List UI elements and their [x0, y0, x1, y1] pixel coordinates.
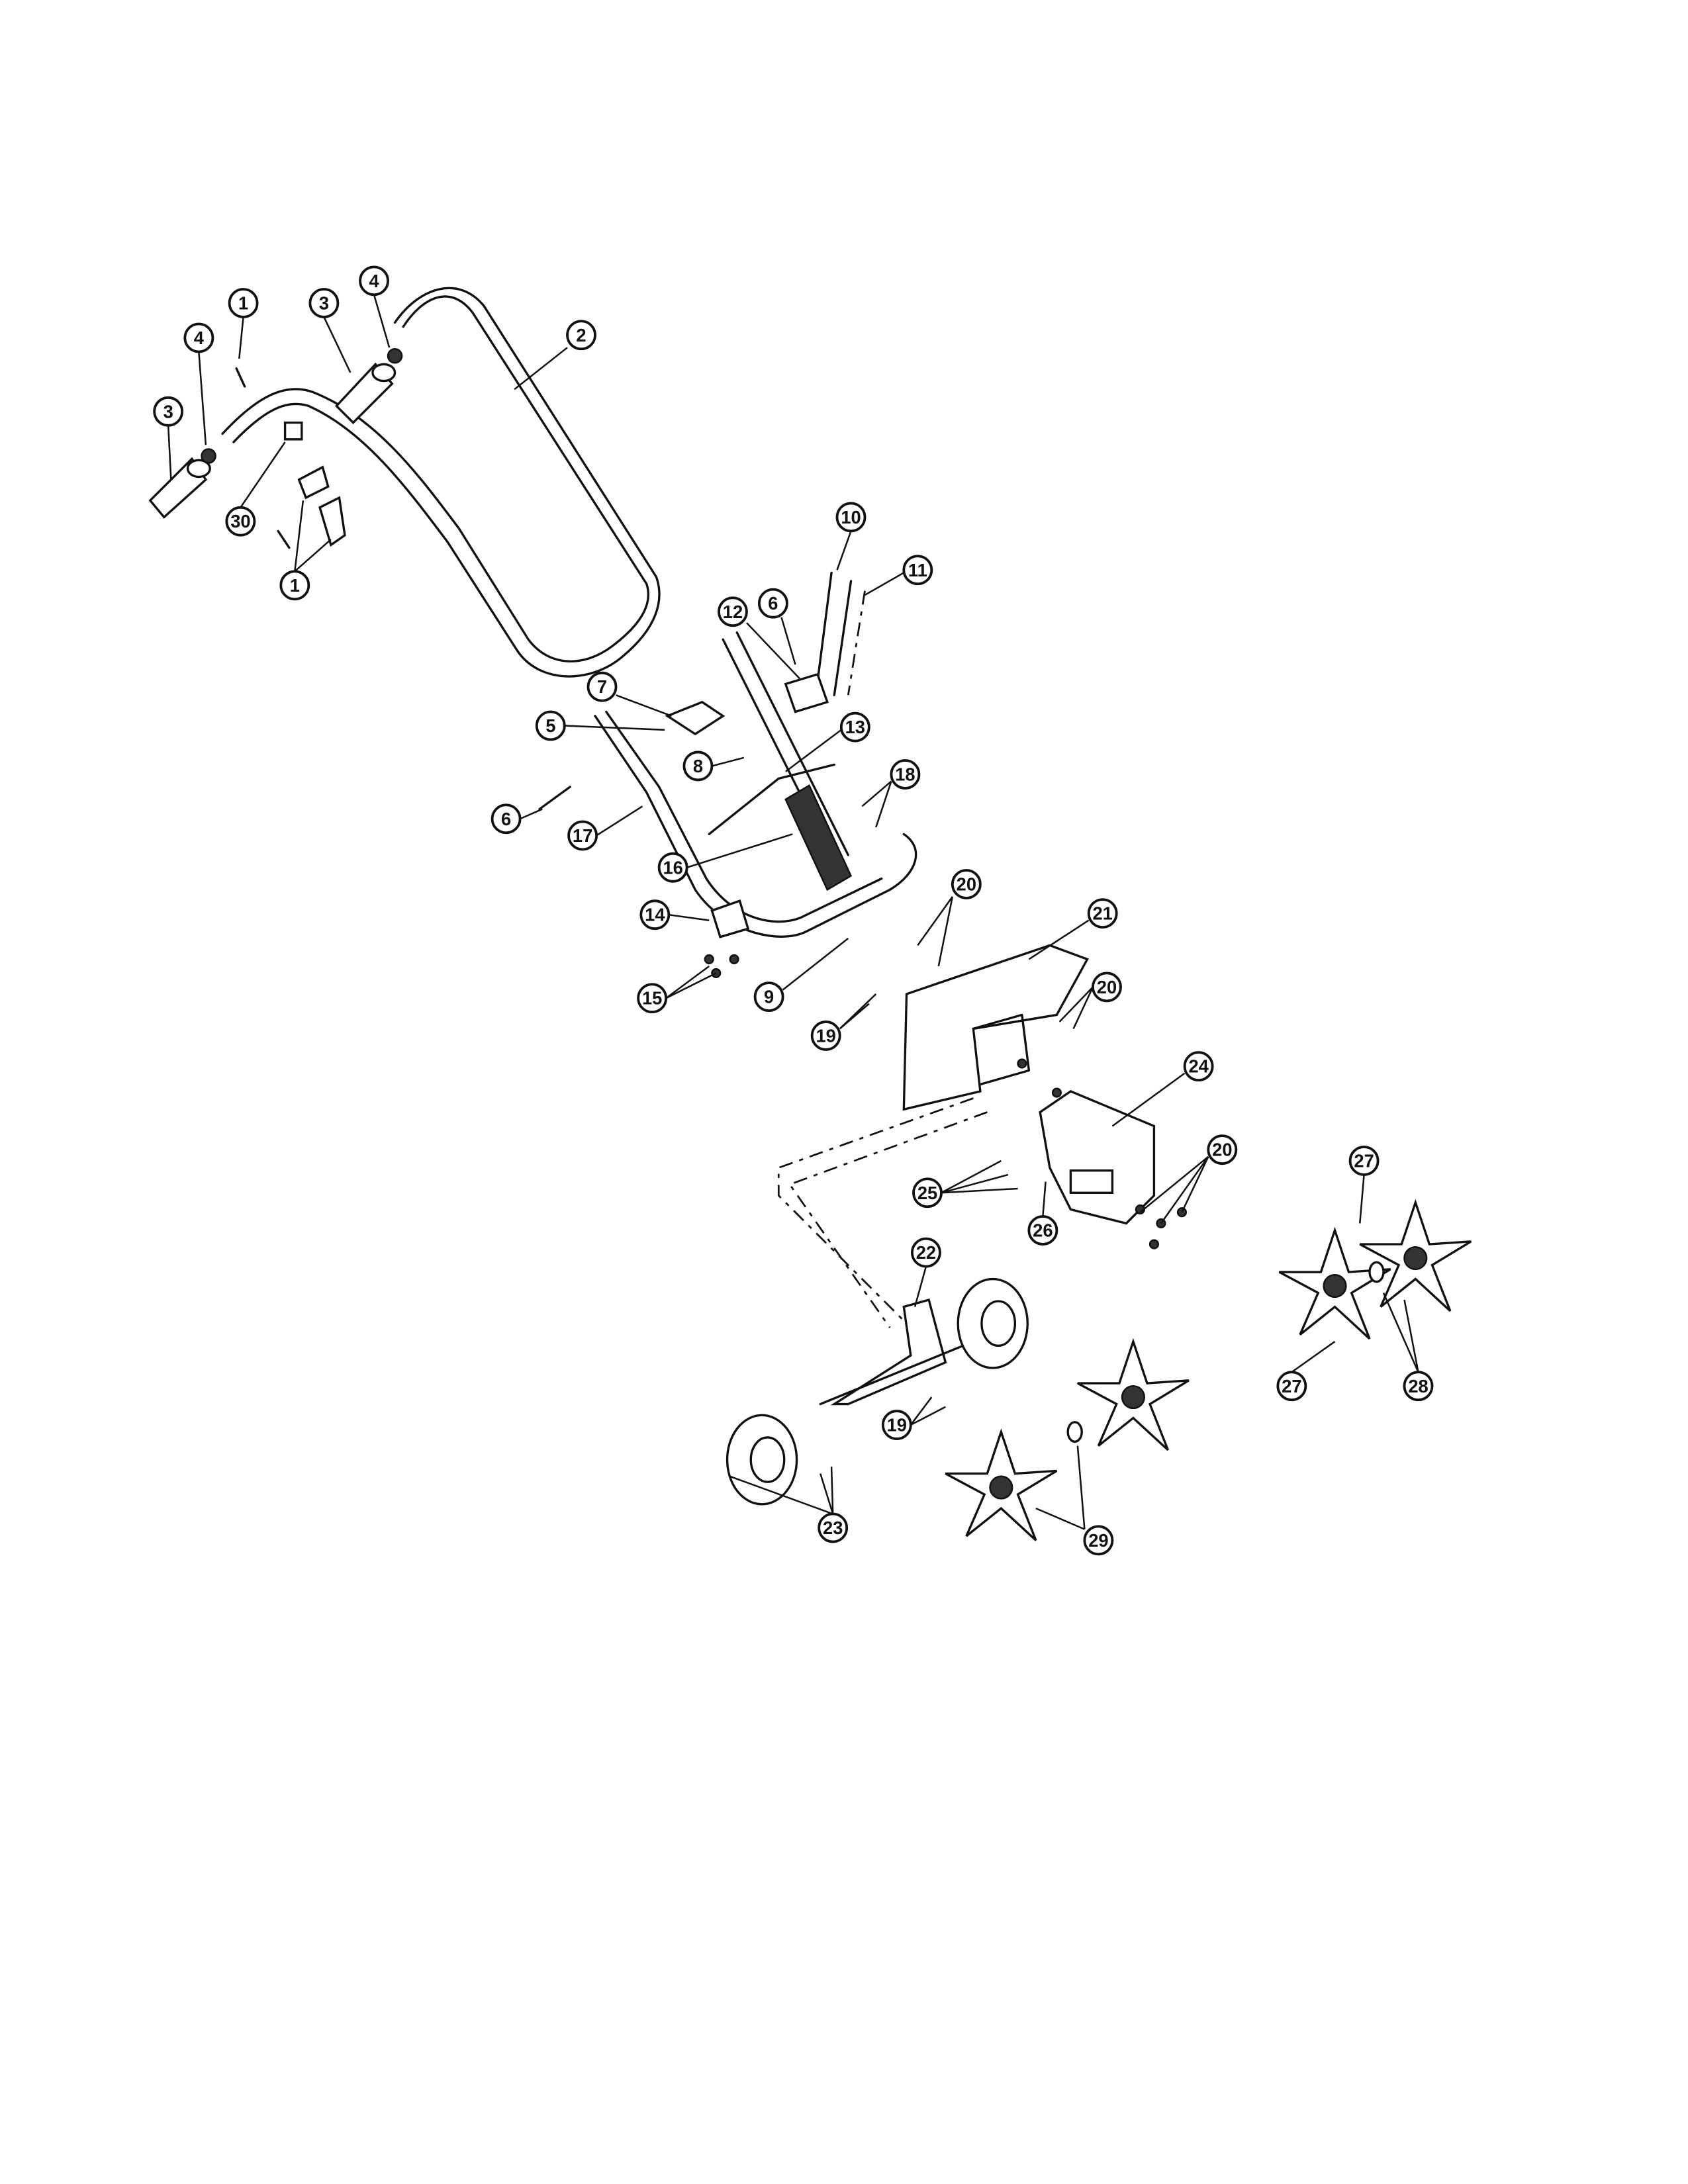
wheel-right: [957, 1277, 1029, 1369]
callout-1b: 1: [279, 570, 310, 601]
callout-26: 26: [1027, 1215, 1058, 1246]
transmission: [1039, 1090, 1156, 1225]
nuts-20: [1017, 1058, 1187, 1250]
bracket-7: [665, 700, 726, 736]
callout-label: 28: [1408, 1376, 1428, 1396]
lower-handle-frame: [594, 631, 917, 938]
callout-20b: 20: [1092, 972, 1122, 1003]
nuts-15: [704, 954, 739, 978]
tine-shield: [902, 944, 1089, 1111]
callout-19a: 19: [810, 1021, 841, 1051]
callout-label: 6: [501, 809, 511, 829]
callout-label: 24: [1188, 1056, 1209, 1077]
callout-20a: 20: [951, 869, 982, 899]
callout-23: 23: [818, 1512, 849, 1543]
handle-bolts: [816, 571, 866, 696]
callout-9: 9: [753, 981, 784, 1013]
grip-cap-right: [387, 348, 403, 364]
callout-label: 22: [916, 1242, 936, 1263]
callout-6a: 6: [757, 588, 788, 619]
callout-5: 5: [535, 710, 566, 741]
callout-label: 1: [290, 575, 300, 596]
callout-29: 29: [1083, 1525, 1114, 1556]
callout-4b: 4: [359, 265, 389, 296]
callout-label: 14: [645, 905, 665, 925]
upper-handle: [221, 287, 661, 678]
grip-cap-left: [201, 448, 216, 464]
callout-25: 25: [912, 1177, 943, 1208]
callout-27a: 27: [1348, 1146, 1380, 1176]
callout-label: 17: [573, 825, 592, 846]
callout-label: 4: [194, 328, 205, 348]
callout-17: 17: [567, 820, 598, 851]
assembly-guide-line: [777, 1097, 988, 1328]
callout-label: 23: [823, 1518, 843, 1538]
handle-grip-left: [148, 457, 211, 519]
callout-label: 13: [845, 717, 865, 737]
callout-label: 19: [887, 1415, 907, 1435]
callout-label: 20: [1097, 977, 1117, 997]
callout-15: 15: [637, 983, 668, 1014]
callout-2: 2: [566, 320, 596, 351]
callout-label: 30: [230, 511, 250, 531]
callout-30: 30: [225, 506, 256, 537]
callout-label: 16: [663, 857, 682, 878]
callout-16: 16: [657, 852, 688, 883]
callout-label: 27: [1354, 1150, 1374, 1171]
wheel-left: [726, 1414, 798, 1506]
callout-4a: 4: [183, 322, 214, 353]
bracket-12: [784, 672, 829, 713]
callout-label: 26: [1033, 1220, 1053, 1240]
switch-assembly: [235, 367, 346, 549]
callout-12: 12: [718, 596, 748, 627]
pin-6: [538, 786, 571, 811]
callout-label: 20: [957, 874, 976, 894]
callout-21: 21: [1087, 898, 1118, 929]
callout-label: 25: [917, 1183, 937, 1203]
callout-14: 14: [639, 899, 671, 931]
callout-7: 7: [586, 671, 618, 702]
callout-label: 6: [768, 593, 778, 614]
handle-grip-right: [334, 362, 397, 424]
callout-label: 27: [1282, 1376, 1301, 1396]
callout-label: 18: [895, 764, 915, 785]
bracket-14: [710, 899, 750, 938]
callout-label: 11: [908, 560, 927, 580]
callout-label: 29: [1088, 1530, 1108, 1551]
callout-label: 8: [693, 756, 703, 776]
callout-label: 1: [238, 293, 248, 313]
callout-8: 8: [682, 751, 714, 782]
callout-label: 2: [576, 325, 586, 345]
callout-label: 3: [319, 293, 329, 313]
callout-1a: 1: [228, 288, 259, 318]
callout-3a: 3: [308, 288, 340, 318]
callout-label: 4: [369, 271, 379, 291]
callout-10: 10: [835, 502, 867, 533]
callout-label: 21: [1093, 903, 1113, 924]
callout-18: 18: [890, 759, 921, 790]
callout-27b: 27: [1276, 1371, 1307, 1402]
callout-19b: 19: [881, 1410, 912, 1440]
wheel-bracket: [819, 1298, 975, 1406]
callout-label: 12: [723, 602, 743, 622]
callout-label: 3: [164, 401, 173, 422]
callout-24: 24: [1183, 1051, 1214, 1082]
callout-3b: 3: [153, 396, 184, 427]
callout-11: 11: [902, 555, 933, 586]
spring: [784, 784, 853, 891]
callout-label: 7: [597, 676, 607, 697]
callout-13: 13: [839, 711, 870, 743]
callout-label: 19: [816, 1025, 836, 1046]
leader-lines: [167, 295, 1419, 1530]
callout-28: 28: [1403, 1371, 1434, 1402]
tine-assembly: [945, 1199, 1472, 1541]
callout-20c: 20: [1207, 1134, 1238, 1165]
callout-label: 5: [545, 715, 555, 736]
callout-label: 15: [642, 988, 662, 1009]
callout-6b: 6: [491, 803, 522, 835]
callout-label: 20: [1212, 1140, 1232, 1160]
callout-22: 22: [911, 1237, 941, 1268]
callout-label: 10: [841, 507, 861, 527]
callout-label: 9: [764, 987, 774, 1007]
